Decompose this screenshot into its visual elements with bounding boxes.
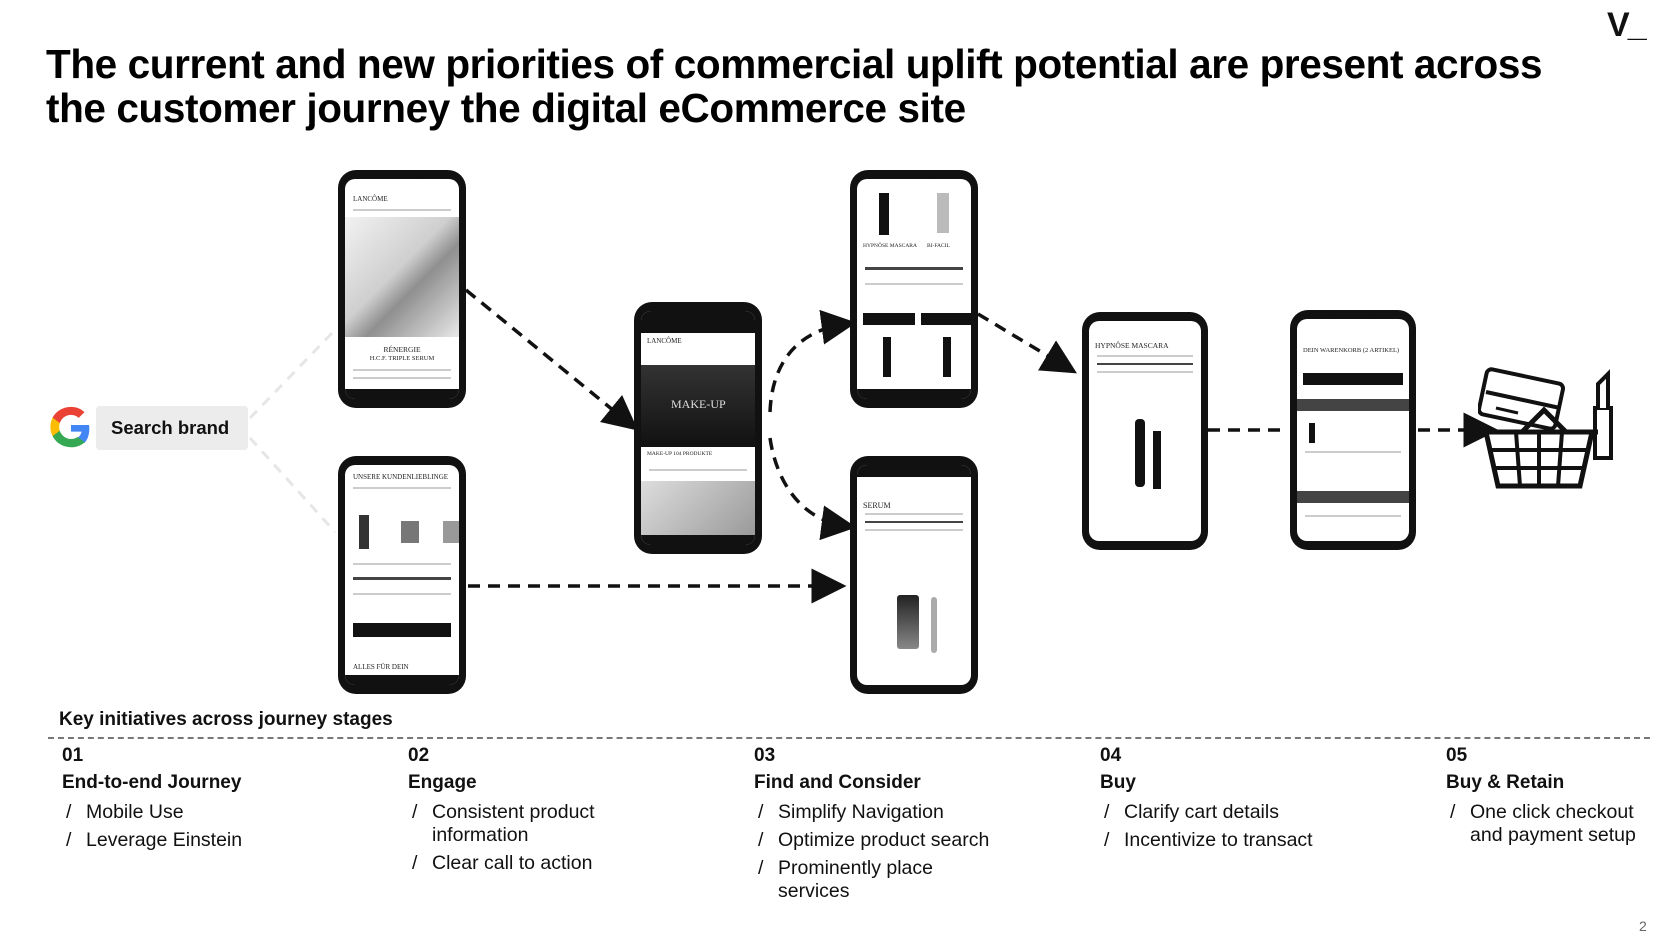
stage-list: /Mobile Use /Leverage Einstein (62, 801, 362, 852)
stage-number: 03 (754, 745, 776, 766)
stage-number: 02 (408, 745, 430, 766)
page-number: 2 (1639, 918, 1647, 934)
stage-title: Buy (1100, 772, 1136, 793)
cart-title: DEIN WARENKORB (2 ARTIKEL) (1303, 347, 1400, 354)
home-brand: LANCÔME (353, 195, 388, 203)
phone-cart: DEIN WARENKORB (2 ARTIKEL) (1290, 310, 1416, 550)
stage-list: /Consistent product information /Clear c… (408, 801, 648, 875)
category-hero-image (641, 365, 755, 447)
google-icon (50, 406, 90, 448)
stage-title: Buy & Retain (1446, 772, 1565, 793)
arrow-category-to-grid (768, 309, 857, 413)
arrow-home-to-category (464, 288, 639, 431)
category-brand: LANCÔME (647, 337, 682, 345)
connector-search-collection (248, 436, 337, 534)
stage-title: End-to-end Journey (62, 772, 242, 793)
connector-search-home (248, 328, 337, 420)
lipstick-icon (1593, 369, 1613, 460)
search-brand-pill[interactable]: Search brand (96, 406, 248, 450)
title-line-2: the customer journey the digital eCommer… (46, 85, 966, 131)
search-brand-label: Search brand (111, 417, 230, 438)
list-item: /Incentivize to transact (1104, 829, 1313, 851)
stage-title: Find and Consider (754, 772, 921, 793)
stage-number: 04 (1100, 745, 1122, 766)
list-item: /Prominently place services (758, 857, 933, 902)
phone-serum: SERUM (850, 456, 978, 694)
list-item: /Simplify Navigation (758, 801, 944, 823)
grid-item-1: HYPNÔSE MASCARA (863, 243, 917, 249)
pdp-title: HYPNÔSE MASCARA (1095, 341, 1169, 350)
logo-letter: V (1607, 6, 1630, 44)
arrow-grid-to-pdp (977, 312, 1078, 374)
stage-number: 01 (62, 745, 84, 766)
section-divider (48, 737, 1650, 739)
home-hero-image (345, 217, 459, 337)
category-hero-text: MAKE-UP (671, 397, 726, 411)
pdp-mascara-image (1135, 419, 1145, 487)
phone-product-detail: HYPNÔSE MASCARA (1082, 312, 1208, 550)
phone-home: LANCÔME RÉNERGIE H.C.F. TRIPLE SERUM (338, 170, 466, 408)
phone-collection: UNSERE KUNDENLIEBLINGE ALLES FÜR DEIN (338, 456, 466, 694)
phone-category: LANCÔME MAKE-UP MAKE-UP 104 PRODUKTE (634, 302, 762, 554)
cart-checkout-button[interactable] (1303, 373, 1403, 385)
home-product-line: RÉNERGIE (383, 345, 421, 354)
collection-footer: ALLES FÜR DEIN (353, 663, 409, 671)
list-item: /Consistent product information (412, 801, 595, 846)
list-item: /Leverage Einstein (66, 829, 243, 851)
category-count: MAKE-UP 104 PRODUKTE (647, 451, 713, 457)
serum-title: SERUM (863, 501, 891, 510)
list-item: /Mobile Use (66, 801, 184, 823)
brand-logo: V_ (1607, 6, 1647, 45)
logo-underscore: _ (1627, 6, 1647, 44)
section-title: Key initiatives across journey stages (59, 709, 393, 730)
stage-list: /Clarify cart details /Incentivize to tr… (1100, 801, 1340, 852)
title-line-1: The current and new priorities of commer… (46, 41, 1543, 87)
stage-column-04: 04 Buy /Clarify cart details /Incentiviz… (1100, 744, 1340, 857)
stage-column-05: 05 Buy & Retain /One click checkout and … (1446, 744, 1656, 852)
stage-title: Engage (408, 772, 477, 793)
stage-column-01: 01 End-to-end Journey /Mobile Use /Lever… (62, 744, 362, 857)
stage-list: /One click checkout and payment setup (1446, 801, 1656, 847)
list-item: /One click checkout and payment setup (1450, 801, 1636, 846)
home-product-sub: H.C.F. TRIPLE SERUM (369, 355, 435, 362)
list-item: /Clarify cart details (1104, 801, 1279, 823)
grid-item-2: BI-FACIL (927, 243, 950, 249)
shopping-basket-icon (1478, 367, 1613, 489)
list-item: /Optimize product search (758, 829, 990, 851)
collection-header: UNSERE KUNDENLIEBLINGE (353, 473, 449, 481)
phone-product-grid: HYPNÔSE MASCARA BI-FACIL (850, 170, 978, 408)
arrow-category-to-serum (768, 437, 857, 541)
stage-list: /Simplify Navigation /Optimize product s… (754, 801, 994, 903)
stage-column-03: 03 Find and Consider /Simplify Navigatio… (754, 744, 994, 908)
stage-column-02: 02 Engage /Consistent product informatio… (408, 744, 648, 880)
stage-number: 05 (1446, 745, 1468, 766)
page-title: The current and new priorities of commer… (46, 42, 1646, 130)
serum-bottle (897, 595, 919, 649)
list-item: /Clear call to action (412, 852, 593, 874)
